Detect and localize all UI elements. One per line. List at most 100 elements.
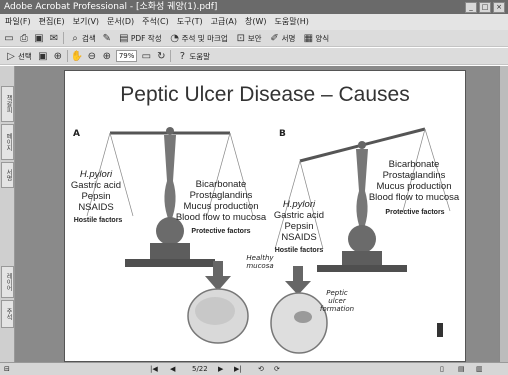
snapshot-icon[interactable]: ▣ xyxy=(37,50,49,62)
facing-page-icon[interactable]: ▥ xyxy=(476,363,483,375)
protective-item: Bicarbonate xyxy=(171,179,271,190)
protective-item: Mucus production xyxy=(365,181,463,192)
fit-page-icon[interactable]: ▭ xyxy=(140,50,152,62)
forms-icon: ▦ xyxy=(302,32,314,44)
menu-document[interactable]: 문서(D) xyxy=(105,14,136,30)
previous-view-icon[interactable]: ⟲ xyxy=(258,363,264,375)
cursor-icon: ▷ xyxy=(5,50,17,62)
menu-window[interactable]: 창(W) xyxy=(243,14,269,30)
hand-icon[interactable]: ✋ xyxy=(71,50,83,62)
panel-b-hostile-caption: Hostile factors xyxy=(268,247,330,254)
comment-icon[interactable]: ✎ xyxy=(101,32,113,44)
protective-item: Mucus production xyxy=(171,201,271,212)
save-icon[interactable]: ▣ xyxy=(33,32,45,44)
protective-item: Prostaglandins xyxy=(171,190,271,201)
hostile-item: Pepsin xyxy=(67,191,125,202)
toolbar-separator xyxy=(170,50,171,62)
menu-tools[interactable]: 도구(T) xyxy=(175,14,205,30)
continuous-page-icon[interactable]: ▤ xyxy=(458,363,465,375)
page-size-icon[interactable]: ⊟ xyxy=(4,363,10,375)
sidebar-tab-bookmarks[interactable]: 책갈피 xyxy=(1,86,14,122)
single-page-icon[interactable]: ▯ xyxy=(440,363,444,375)
maximize-button[interactable]: □ xyxy=(479,2,491,13)
sidebar-tab-comments[interactable]: 주석 xyxy=(1,300,14,328)
toolbar-separator xyxy=(67,50,68,62)
sidebar-tab-layers[interactable]: 레이어 xyxy=(1,266,14,298)
secure-button[interactable]: ⊡보안 xyxy=(233,32,264,44)
menu-view[interactable]: 보기(V) xyxy=(71,14,101,30)
first-page-button[interactable]: |◀ xyxy=(150,363,158,375)
vertical-scrollbar[interactable] xyxy=(499,66,508,362)
panel-b-hostile-factors: H.pylori Gastric acid Pepsin NSAIDS xyxy=(267,199,331,243)
protective-item: Blood flow to mucosa xyxy=(171,212,271,223)
window-controls: _ □ × xyxy=(465,2,505,13)
zoom-level-field[interactable]: 79% xyxy=(116,50,138,62)
panel-a-hostile-caption: Hostile factors xyxy=(69,217,127,224)
search-label: 검색 xyxy=(82,33,96,44)
sign-label: 서명 xyxy=(282,33,296,44)
zoom-icon[interactable]: ⊕ xyxy=(52,50,64,62)
menu-edit[interactable]: 편집(E) xyxy=(37,14,67,30)
next-view-icon[interactable]: ⟳ xyxy=(274,363,280,375)
hostile-item: NSAIDS xyxy=(267,232,331,243)
previous-page-button[interactable]: ◀ xyxy=(170,363,175,375)
search-button[interactable]: ⌕검색 xyxy=(67,32,98,44)
panel-b-label: B xyxy=(279,129,286,139)
create-pdf-icon: ▤ xyxy=(118,32,130,44)
menu-advanced[interactable]: 고급(A) xyxy=(209,14,239,30)
pdf-page: Peptic Ulcer Disease – Causes xyxy=(64,70,466,362)
sidebar-tab-pages[interactable]: 페이지 xyxy=(1,124,14,160)
hostile-item: NSAIDS xyxy=(67,202,125,213)
hostile-item: Gastric acid xyxy=(67,180,125,191)
create-pdf-label: PDF 작성 xyxy=(131,33,162,44)
protective-item: Prostaglandins xyxy=(365,170,463,181)
zoom-out-icon[interactable]: ⊖ xyxy=(86,50,98,62)
last-page-button[interactable]: ▶| xyxy=(234,363,242,375)
help-button[interactable]: ?도움말 xyxy=(174,50,212,62)
pen-icon: ✐ xyxy=(269,32,281,44)
hostile-item: Pepsin xyxy=(267,221,331,232)
lock-icon: ⊡ xyxy=(235,32,247,44)
menu-file[interactable]: 파일(F) xyxy=(3,14,33,30)
minimize-button[interactable]: _ xyxy=(465,2,477,13)
secure-label: 보안 xyxy=(248,33,262,44)
help-icon: ? xyxy=(176,50,188,62)
panel-a-label: A xyxy=(73,129,80,139)
menu-bar: 파일(F) 편집(E) 보기(V) 문서(D) 주석(C) 도구(T) 고급(A… xyxy=(0,14,508,30)
sign-button[interactable]: ✐서명 xyxy=(267,32,298,44)
review-button[interactable]: ◔주석 및 마크업 xyxy=(167,32,230,44)
main-toolbar: ▭ ⎙ ▣ ✉ ⌕검색 ✎ ▤PDF 작성 ◔주석 및 마크업 ⊡보안 ✐서명 … xyxy=(0,30,508,47)
panel-a-hostile-factors: H.pylori Gastric acid Pepsin NSAIDS xyxy=(67,169,125,213)
print-icon[interactable]: ⎙ xyxy=(18,32,30,44)
zoom-in-icon[interactable]: ⊕ xyxy=(101,50,113,62)
close-button[interactable]: × xyxy=(493,2,505,13)
panel-a-protective-factors: Bicarbonate Prostaglandins Mucus product… xyxy=(171,179,271,223)
figure-logo xyxy=(437,323,443,337)
protective-item: Blood flow to mucosa xyxy=(365,192,463,203)
menu-help[interactable]: 도움말(H) xyxy=(273,14,311,30)
select-tool-label: 선택 xyxy=(18,51,32,62)
toolbar-separator xyxy=(63,32,64,44)
create-pdf-button[interactable]: ▤PDF 작성 xyxy=(116,32,164,44)
protective-item: Bicarbonate xyxy=(365,159,463,170)
arrow-down-b xyxy=(285,266,311,295)
forms-button[interactable]: ▦양식 xyxy=(300,32,331,44)
email-icon[interactable]: ✉ xyxy=(48,32,60,44)
select-tool-button[interactable]: ▷선택 xyxy=(3,50,34,62)
page-indicator[interactable]: 5/22 xyxy=(192,363,208,375)
window-title: Adobe Acrobat Professional - [소화성 궤양(1).… xyxy=(4,2,217,12)
navigation-toolbar: ▷선택 ▣ ⊕ ✋ ⊖ ⊕ 79% ▭ ↻ ?도움말 xyxy=(0,48,508,65)
hostile-item: H.pylori xyxy=(283,199,315,210)
title-bar: Adobe Acrobat Professional - [소화성 궤양(1).… xyxy=(0,0,508,14)
menu-comments[interactable]: 주석(C) xyxy=(140,14,171,30)
rotate-icon[interactable]: ↻ xyxy=(155,50,167,62)
review-icon: ◔ xyxy=(169,32,181,44)
healthy-mucosa-label: Healthy mucosa xyxy=(245,254,275,270)
hostile-item: Gastric acid xyxy=(267,210,331,221)
sidebar-tab-signatures[interactable]: 서명 xyxy=(1,162,14,188)
review-label: 주석 및 마크업 xyxy=(182,33,228,44)
next-page-button[interactable]: ▶ xyxy=(218,363,223,375)
panel-b-protective-caption: Protective factors xyxy=(371,209,459,216)
open-icon[interactable]: ▭ xyxy=(3,32,15,44)
